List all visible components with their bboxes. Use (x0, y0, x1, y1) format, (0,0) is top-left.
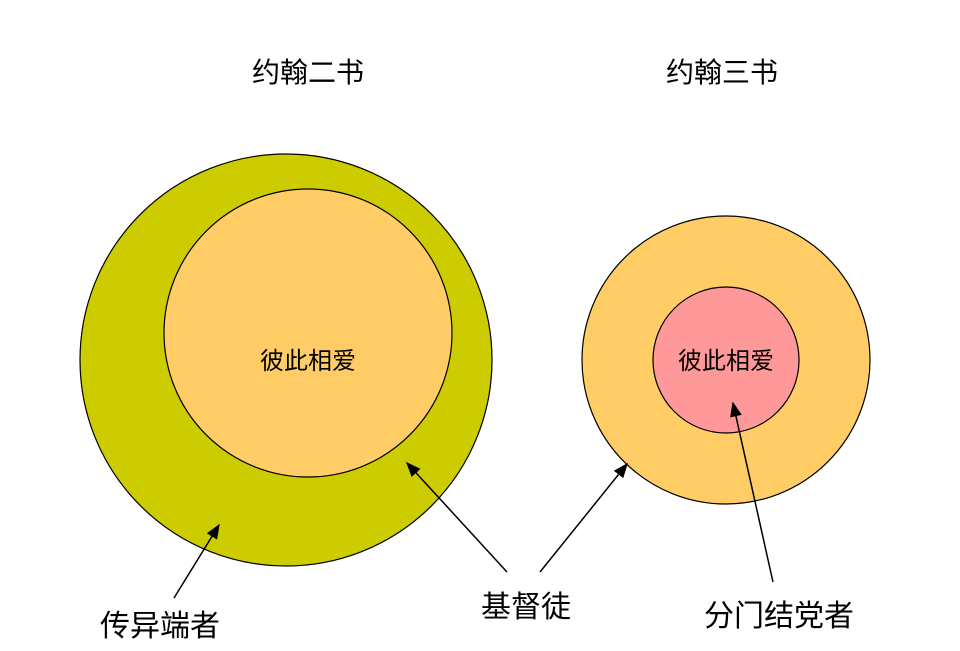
arrow-factionists (730, 401, 774, 583)
label-heretics: 传异端者 (100, 609, 220, 644)
right-circle-group: 约翰三书 彼此相爱 (581, 56, 871, 505)
arrow-heretics (173, 523, 220, 599)
right-title: 约翰三书 (666, 56, 778, 89)
arrow-christians-right (539, 462, 628, 573)
arrow-christians-left (405, 461, 508, 573)
left-title: 约翰二书 (252, 56, 364, 89)
label-factionists: 分门结党者 (704, 599, 854, 634)
left-circle-group: 约翰二书 彼此相爱 (79, 56, 493, 567)
right-inner-circle (652, 286, 800, 434)
left-inner-circle (163, 188, 453, 478)
arrows (173, 401, 774, 599)
right-inner-label: 彼此相爱 (678, 347, 774, 375)
label-christians: 基督徒 (481, 590, 571, 625)
left-inner-label: 彼此相爱 (260, 347, 356, 375)
